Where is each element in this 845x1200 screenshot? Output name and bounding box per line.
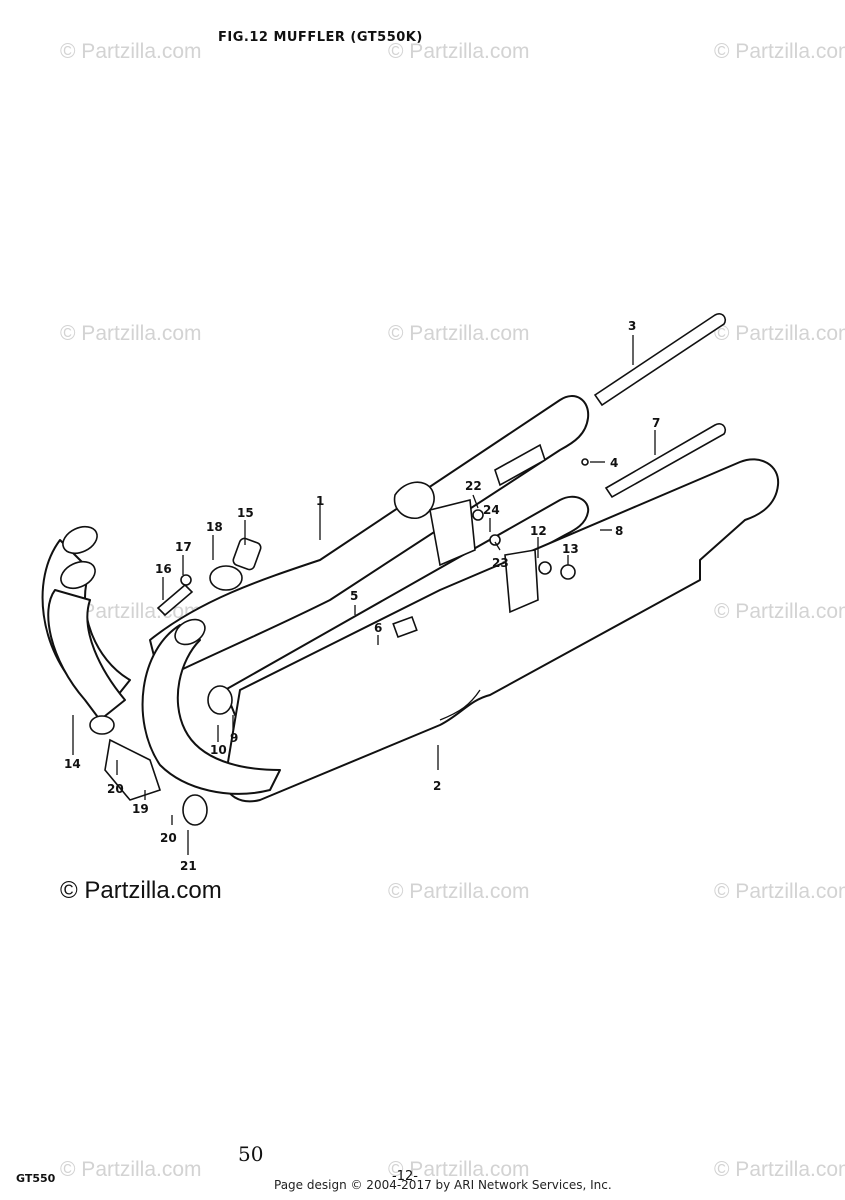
model-label: GT550 (16, 1172, 56, 1185)
callout-4: 4 (610, 456, 618, 470)
callout-24: 24 (483, 503, 500, 517)
callout-13: 13 (562, 542, 579, 556)
watermark: © Partzilla.com (714, 600, 845, 623)
callout-19: 19 (132, 802, 149, 816)
watermark: © Partzilla.com (388, 880, 530, 903)
footer-copyright: Page design © 2004-2017 by ARI Network S… (274, 1178, 612, 1192)
callout-1: 1 (316, 494, 324, 508)
callout-18: 18 (206, 520, 223, 534)
callout-20b: 20 (160, 831, 177, 845)
mounting-rod-7[interactable] (604, 423, 727, 499)
callout-20a: 20 (107, 782, 124, 796)
callout-22: 22 (465, 479, 482, 493)
watermark-main: © Partzilla.com (60, 877, 222, 904)
page-label: -12- (392, 1169, 418, 1184)
callout-12: 12 (530, 524, 547, 538)
callout-21: 21 (180, 859, 197, 873)
watermark: © Partzilla.com (60, 40, 202, 63)
callout-7: 7 (652, 416, 660, 430)
callout-2: 2 (433, 779, 441, 793)
watermark: © Partzilla.com (60, 322, 202, 345)
leader-lines (72, 335, 656, 855)
callout-17: 17 (175, 540, 192, 554)
exhaust-pipe-left[interactable] (41, 522, 131, 721)
callout-labels: 1 2 3 4 5 6 7 8 9 10 12 13 14 15 16 17 1… (64, 319, 660, 873)
page-number: 50 (238, 1142, 264, 1166)
figure-title: FIG.12 MUFFLER (GT550K) (218, 30, 423, 45)
callout-10: 10 (210, 743, 227, 757)
callout-16: 16 (155, 562, 172, 576)
watermark: © Partzilla.com (388, 322, 530, 345)
callout-14: 14 (64, 757, 81, 771)
lower-muffler[interactable] (224, 458, 780, 803)
watermark: © Partzilla.com (714, 40, 845, 63)
watermark: © Partzilla.com (60, 1158, 202, 1181)
callout-6: 6 (374, 621, 382, 635)
callout-3: 3 (628, 319, 636, 333)
watermark: © Partzilla.com (388, 1158, 530, 1181)
watermark: © Partzilla.com (714, 880, 845, 903)
callout-8: 8 (615, 524, 623, 538)
callout-5: 5 (350, 589, 358, 603)
callout-15: 15 (237, 506, 254, 520)
exhaust-pipe-right[interactable] (89, 614, 281, 826)
watermark: © Partzilla.com (388, 40, 530, 63)
upper-muffler[interactable] (149, 395, 590, 681)
small-hardware[interactable] (156, 458, 589, 715)
watermark: © Partzilla.com (714, 1158, 845, 1181)
watermark: © Partzilla.com (714, 322, 845, 345)
callout-23: 23 (492, 556, 509, 570)
callout-9: 9 (230, 731, 238, 745)
mounting-rod-3[interactable] (593, 313, 727, 407)
